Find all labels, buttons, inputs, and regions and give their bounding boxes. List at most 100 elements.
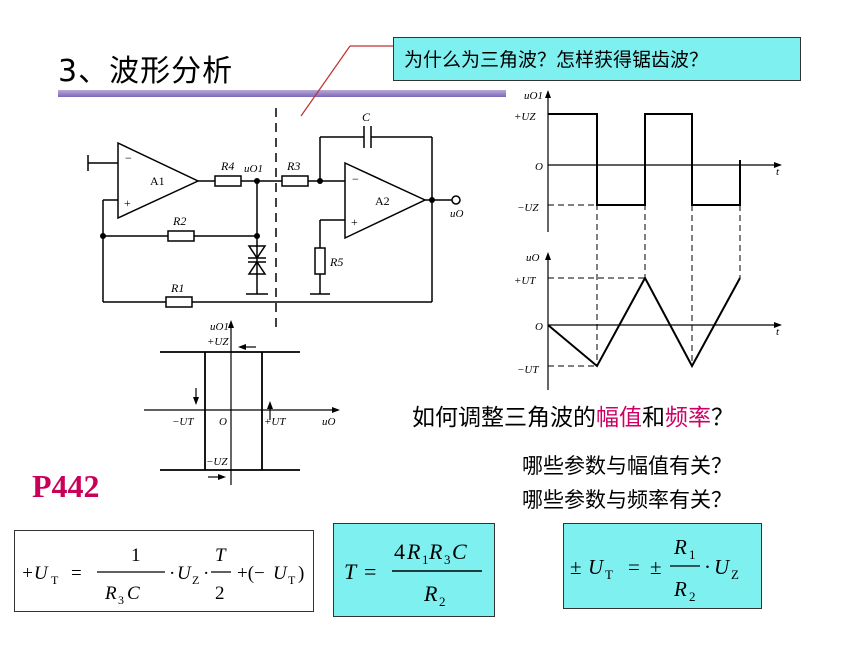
title-underline: [58, 90, 506, 97]
label-r5: R5: [329, 255, 343, 269]
svg-text:=: =: [364, 559, 376, 584]
svg-text:t: t: [776, 326, 780, 338]
svg-text:R: R: [673, 535, 687, 559]
page-reference: P442: [32, 468, 100, 504]
svg-text:+UZ: +UZ: [514, 111, 536, 123]
svg-text:±: ±: [570, 555, 582, 579]
svg-text:T: T: [344, 559, 358, 584]
svg-text:·: ·: [203, 563, 209, 584]
label-a1: A1: [150, 174, 165, 188]
svg-text:Z: Z: [192, 573, 199, 587]
svg-text:=: =: [71, 563, 82, 584]
resistor-r4: [214, 175, 242, 187]
svg-text:+(−: +(−: [237, 563, 265, 584]
label-uo: uO: [450, 208, 464, 220]
svg-text:+UT: +UT: [264, 416, 286, 428]
svg-text:R: R: [673, 577, 687, 601]
svg-text:1: 1: [131, 545, 141, 566]
svg-text:=: =: [628, 555, 640, 579]
svg-text:+UT: +UT: [514, 275, 536, 287]
svg-text:U: U: [273, 563, 288, 584]
resistor-r3: [281, 175, 309, 187]
question-frequency: 哪些参数与频率有关？: [522, 488, 732, 512]
triangle-wave-plot: [547, 254, 780, 390]
svg-text:U: U: [177, 563, 192, 584]
svg-text:T: T: [605, 567, 613, 582]
label-uo1: uO1: [244, 163, 263, 175]
svg-text:t: t: [776, 166, 780, 178]
svg-text:uO1: uO1: [524, 90, 543, 102]
svg-text:·: ·: [169, 563, 175, 584]
svg-text:−: −: [125, 151, 132, 165]
square-wave-plot: [547, 92, 780, 366]
svg-text:+UZ: +UZ: [207, 336, 229, 348]
slide-title: 3、波形分析: [58, 54, 234, 89]
callout-pointer-diag: [300, 45, 351, 117]
svg-text:−UT: −UT: [172, 416, 194, 428]
svg-text:·: ·: [704, 555, 711, 579]
svg-text:2: 2: [215, 583, 225, 604]
junction-dots: [100, 178, 435, 239]
svg-text:R: R: [406, 539, 421, 564]
question-amplitude: 哪些参数与幅值有关？: [522, 454, 732, 478]
svg-text:C: C: [127, 583, 140, 604]
callout-box: 为什么为三角波？怎样获得锯齿波？: [393, 37, 801, 81]
svg-text:−UZ: −UZ: [206, 456, 228, 468]
svg-text:4: 4: [394, 539, 405, 564]
op-amp-a1: [117, 141, 200, 220]
svg-text:U: U: [588, 555, 605, 579]
svg-text:1: 1: [689, 547, 696, 562]
label-a2: A2: [375, 194, 390, 208]
circuit: [87, 126, 461, 308]
frequency-highlight: 频率: [665, 405, 711, 431]
label-r3: R3: [286, 159, 300, 173]
square-labels: uO1 +UZ −UZ O t: [514, 90, 780, 214]
svg-text:2: 2: [439, 594, 446, 609]
svg-text:+: +: [124, 196, 131, 210]
svg-text:uO: uO: [526, 252, 540, 264]
svg-text:R: R: [423, 581, 438, 606]
svg-text:R: R: [104, 583, 117, 604]
svg-text:O: O: [535, 161, 543, 173]
svg-text:+: +: [351, 215, 358, 229]
svg-text:3: 3: [118, 593, 124, 607]
svg-text:+U: +U: [21, 563, 49, 584]
label-r1: R1: [170, 281, 184, 295]
circuit-labels: − + A1 − + A2 R4 R3 R2 R1 R5 C uO1 uO: [124, 110, 464, 295]
svg-text:T: T: [215, 545, 227, 566]
resistor-r1: [165, 296, 193, 308]
svg-text:uO: uO: [322, 416, 336, 428]
svg-text:U: U: [714, 555, 731, 579]
resistor-r2: [167, 230, 195, 242]
zener-diode-top: [247, 245, 267, 260]
question-main: 如何调整三角波的幅值和频率？: [412, 405, 734, 431]
amplitude-highlight: 幅值: [596, 405, 642, 431]
svg-text:−UZ: −UZ: [517, 202, 539, 214]
svg-text:uO1: uO1: [210, 321, 229, 333]
svg-text:±: ±: [650, 555, 662, 579]
resistor-r5: [314, 247, 326, 275]
svg-text:R: R: [428, 539, 443, 564]
svg-text:O: O: [219, 416, 227, 428]
zener-diode-bottom: [247, 260, 267, 275]
op-amp-a2: [344, 161, 427, 240]
svg-text:O: O: [535, 321, 543, 333]
svg-text:Z: Z: [731, 567, 739, 582]
label-r2: R2: [172, 214, 186, 228]
svg-text:1: 1: [422, 552, 429, 567]
svg-text:C: C: [452, 539, 467, 564]
svg-text:T: T: [51, 573, 59, 587]
output-terminal: [451, 195, 461, 205]
transfer-characteristic: [144, 322, 338, 485]
svg-text:T: T: [288, 573, 296, 587]
label-c: C: [362, 110, 371, 124]
triangle-labels: uO +UT −UT O t: [514, 252, 780, 376]
transfer-labels: uO1 +UZ −UZ −UT +UT O uO: [172, 321, 336, 468]
svg-text:−: −: [352, 172, 359, 186]
svg-text:2: 2: [689, 589, 696, 604]
svg-text:−UT: −UT: [517, 364, 539, 376]
